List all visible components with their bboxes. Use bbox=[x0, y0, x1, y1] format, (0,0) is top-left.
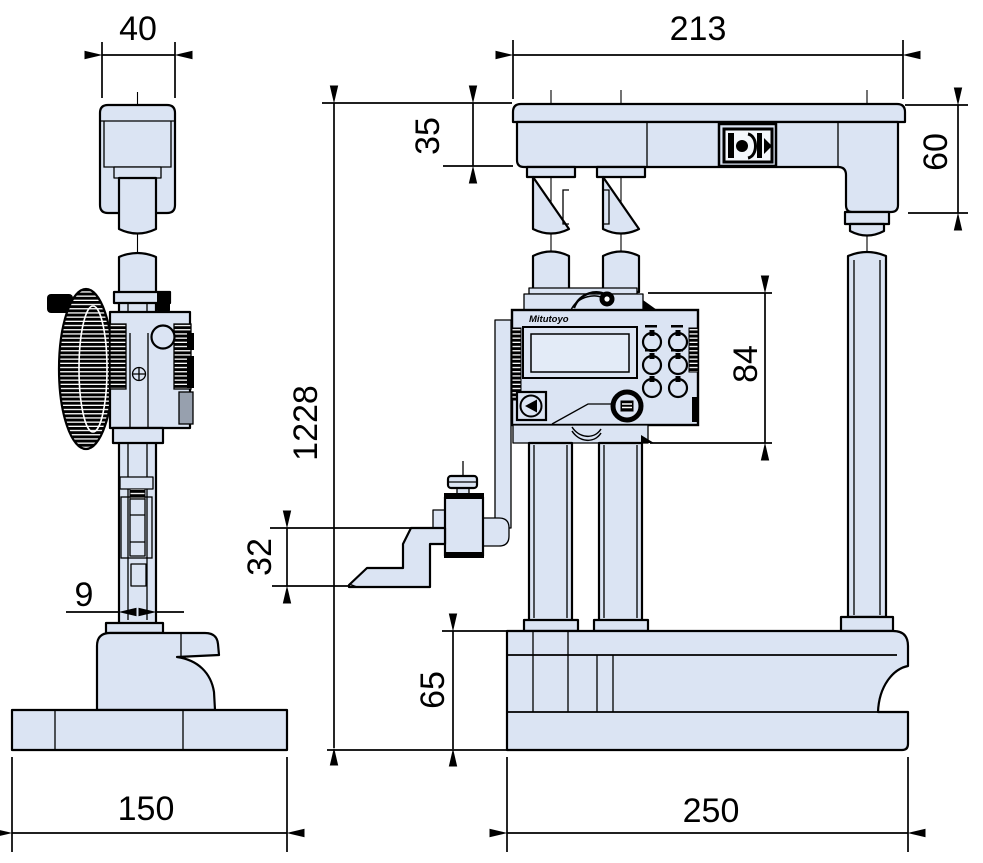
lcd-screen bbox=[530, 333, 630, 373]
dim-label-213: 213 bbox=[670, 10, 727, 48]
dimension-250: 250 bbox=[489, 757, 926, 852]
side-head-tab bbox=[113, 166, 162, 179]
side-base-slab bbox=[10, 708, 289, 752]
logo-emblem-icon bbox=[717, 122, 778, 168]
side-stem bbox=[117, 176, 158, 235]
crossbar-body bbox=[515, 120, 900, 214]
scriber-arm bbox=[347, 526, 447, 589]
dimension-60: 60 bbox=[905, 87, 968, 231]
dim-label-65: 65 bbox=[414, 671, 452, 709]
side-clip bbox=[157, 291, 170, 312]
dimension-84: 84 bbox=[648, 275, 772, 461]
dimension-213: 213 bbox=[495, 10, 921, 99]
keypad-buttons bbox=[641, 331, 689, 399]
dim-label-250: 250 bbox=[683, 792, 740, 830]
side-bottom-flange bbox=[111, 426, 165, 445]
side-knurl-left bbox=[109, 323, 127, 390]
dimension-40: 40 bbox=[84, 10, 193, 98]
left-arrow-icon bbox=[525, 399, 537, 413]
dim-label-9: 9 bbox=[75, 576, 94, 614]
front-column-left-upper bbox=[531, 175, 571, 235]
keypad-markings bbox=[645, 325, 683, 382]
dim-label-84: 84 bbox=[727, 345, 765, 383]
display-unit: Mitutoyo bbox=[494, 287, 700, 529]
dim-label-1228: 1228 bbox=[287, 385, 325, 461]
side-pedestal bbox=[95, 631, 221, 712]
dim-label-32: 32 bbox=[241, 538, 279, 576]
dim-label-35: 35 bbox=[409, 117, 447, 155]
brand-label: Mitutoyo bbox=[529, 314, 569, 325]
dimension-35: 35 bbox=[409, 85, 513, 184]
scriber-bracket-plate bbox=[494, 319, 512, 529]
dial-knob bbox=[47, 294, 73, 313]
power-button-icon bbox=[610, 389, 644, 423]
scriber-assembly bbox=[347, 461, 510, 589]
dimension-9: 9 bbox=[66, 576, 184, 617]
front-view: Mitutoyo bbox=[347, 90, 910, 752]
front-base bbox=[505, 629, 910, 752]
fine-adjust-wheel bbox=[150, 324, 176, 350]
scriber-clamp bbox=[443, 495, 485, 558]
dimension-150: 150 bbox=[0, 757, 305, 852]
dim-label-60: 60 bbox=[917, 133, 955, 171]
crossbar-cap bbox=[511, 102, 907, 124]
side-gray-block bbox=[178, 391, 194, 425]
dimension-32: 32 bbox=[241, 510, 411, 604]
dim-label-150: 150 bbox=[118, 790, 175, 828]
dimension-1228: 1228 bbox=[287, 85, 512, 766]
side-view bbox=[10, 92, 289, 752]
dimension-65: 65 bbox=[414, 613, 509, 767]
rear-column bbox=[839, 210, 895, 633]
dim-label-40: 40 bbox=[119, 10, 157, 48]
side-foot-flange bbox=[104, 621, 165, 635]
front-column-right-upper bbox=[601, 175, 641, 235]
